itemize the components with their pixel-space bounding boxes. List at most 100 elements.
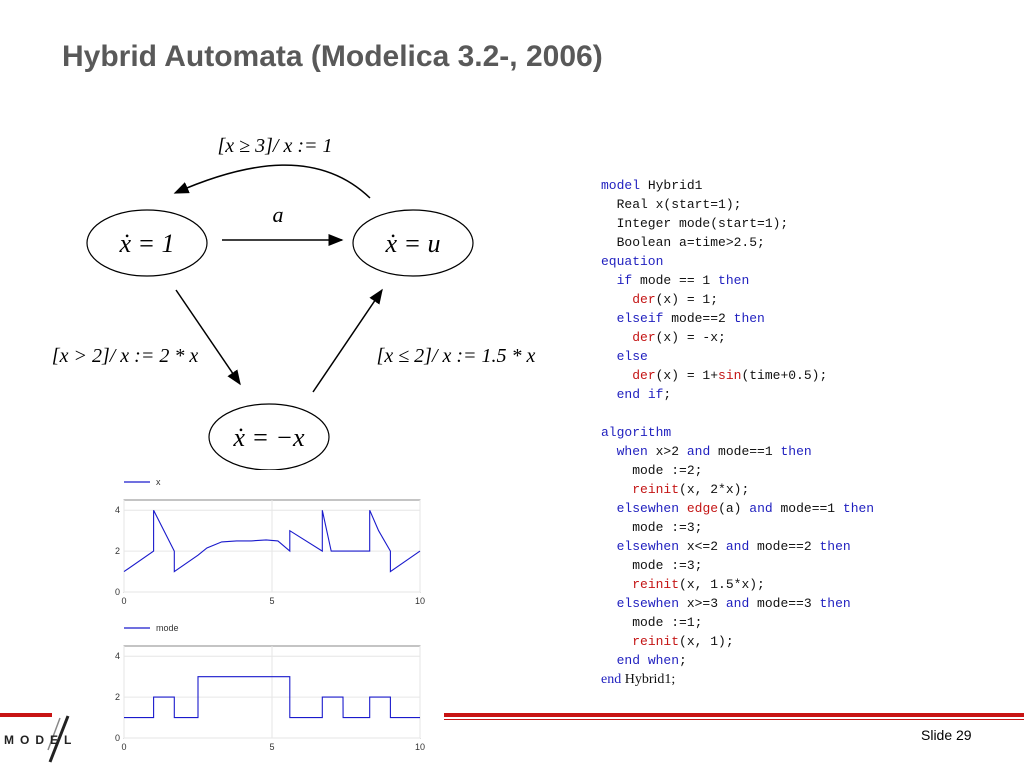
code-line: elsewhen edge(a) and mode==1 then [601, 501, 875, 516]
footer-rule-right [444, 713, 1024, 717]
hybrid-automaton-diagram: ẋ = 1 ẋ = u ẋ = −x [x ≥ 3]/ x := 1 a [x … [52, 135, 536, 470]
code-token: elsewhen [616, 501, 680, 516]
code-line: Real x(start=1); [601, 197, 742, 212]
code-end-line: end Hybrid1; [601, 672, 675, 687]
series-line-mode [124, 676, 420, 719]
code-token: elsewhen [616, 596, 680, 611]
code-token: end if [616, 387, 664, 402]
y-tick-label: 2 [115, 546, 120, 556]
code-token: der [632, 292, 656, 307]
right-guard-label: [x ≤ 2]/ x := 1.5 * x [377, 345, 536, 367]
code-token: ; [679, 653, 687, 668]
code-line: reinit(x, 1); [601, 634, 733, 649]
code-line: equation [601, 254, 663, 269]
y-tick-label: 4 [115, 651, 120, 661]
code-token: Hybrid1 [640, 178, 703, 193]
state-1-label: ẋ = 1 [118, 229, 174, 258]
code-token: algorithm [601, 425, 672, 440]
code-line: reinit(x, 1.5*x); [601, 577, 765, 592]
code-line: der(x) = 1+sin(time+0.5); [601, 368, 827, 383]
code-line: when x>2 and mode==1 then [601, 444, 812, 459]
code-token [601, 596, 617, 611]
code-token: reinit [632, 634, 680, 649]
code-line: der(x) = -x; [601, 330, 726, 345]
code-line: model Hybrid1 [601, 178, 702, 193]
code-token: else [616, 349, 648, 364]
code-token: model [601, 178, 641, 193]
code-token: and [749, 501, 773, 516]
y-tick-label: 4 [115, 505, 120, 515]
top-guard-label: [x ≥ 3]/ x := 1 [217, 135, 332, 157]
code-token: edge [686, 501, 719, 516]
footer-rule-right-thin [444, 719, 1024, 720]
code-token: then [733, 311, 765, 326]
code-token [601, 273, 617, 288]
transition-left-arrow [175, 289, 241, 386]
code-line: end if; [601, 387, 672, 402]
code-token: ; [663, 387, 672, 402]
code-token [601, 330, 632, 345]
code-token: then [718, 273, 750, 288]
code-line: der(x) = 1; [601, 292, 718, 307]
code-token: Real x(start=1); [601, 197, 742, 212]
code-token: sin [718, 368, 742, 383]
legend-label: x [156, 477, 161, 487]
code-body: model Hybrid1 Real x(start=1); Integer m… [601, 178, 874, 668]
logo-text: MODEL [4, 733, 78, 747]
code-token: der [632, 368, 656, 383]
code-token [601, 368, 632, 383]
state-2-ellipse [352, 209, 474, 277]
code-token: x>2 [647, 444, 687, 459]
series-line-x [123, 509, 421, 573]
code-token: mode :=1; [601, 615, 703, 630]
code-token: x>=3 [679, 596, 726, 611]
code-token: (x, 1.5*x); [679, 577, 765, 592]
code-token: and [725, 539, 750, 554]
code-token [601, 577, 632, 592]
x-tick-label: 0 [121, 596, 126, 606]
code-line: mode :=2; [601, 463, 702, 478]
code-line: else [601, 349, 648, 364]
code-token: elsewhen [616, 539, 680, 554]
state-3-ellipse [208, 403, 330, 470]
x-tick-label: 0 [121, 742, 126, 752]
code-token: then [780, 444, 812, 459]
code-line: algorithm [601, 425, 671, 440]
code-token: Integer mode(start=1); [601, 216, 789, 231]
code-token [601, 387, 617, 402]
code-token: and [725, 596, 750, 611]
modelica-code-block: model Hybrid1 Real x(start=1); Integer m… [601, 176, 874, 689]
code-token: and [686, 444, 711, 459]
code-token: mode == 1 [632, 273, 719, 288]
code-token: equation [601, 254, 664, 269]
code-line: end when; [601, 653, 687, 668]
y-tick-label: 2 [115, 692, 120, 702]
code-token [601, 653, 617, 668]
code-token: elseif [616, 311, 664, 326]
code-token [601, 311, 617, 326]
code-token: (x) = -x; [655, 330, 726, 345]
slide-number: Slide 29 [921, 727, 972, 743]
code-token: (a) [718, 501, 750, 516]
y-tick-label: 0 [115, 733, 120, 743]
state-3-label: ẋ = −x [232, 423, 305, 452]
slide-title: Hybrid Automata (Modelica 3.2-, 2006) [62, 40, 603, 73]
x-tick-label: 5 [269, 596, 274, 606]
legend-label: mode [156, 623, 179, 633]
code-token: end when [616, 653, 680, 668]
footer-rule-left [0, 713, 52, 717]
state-1-ellipse [86, 209, 208, 277]
code-token: Hybrid1; [621, 672, 676, 687]
code-line: Integer mode(start=1); [601, 216, 789, 231]
code-line: reinit(x, 2*x); [601, 482, 749, 497]
code-line: mode :=3; [601, 520, 702, 535]
y-tick-label: 0 [115, 587, 120, 597]
code-token: der [632, 330, 656, 345]
code-token: x<=2 [679, 539, 726, 554]
code-token: Boolean a=time>2.5; [601, 235, 765, 250]
code-token: (time+0.5); [741, 368, 828, 383]
code-token: mode==2 [749, 539, 820, 554]
code-token: mode :=2; [601, 463, 703, 478]
code-token: reinit [632, 577, 680, 592]
